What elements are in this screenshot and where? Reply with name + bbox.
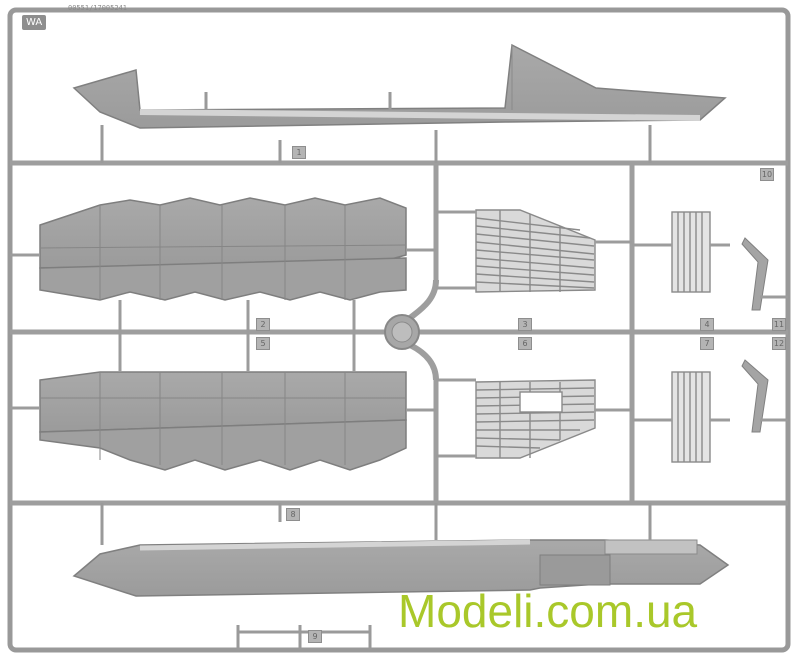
bracket-parts <box>741 237 769 433</box>
part-number: 11 <box>772 318 786 331</box>
panel-row-bottom <box>39 371 407 471</box>
sprue-hub <box>384 279 439 381</box>
fuselage-part-top <box>72 43 727 163</box>
part-number: 1 <box>292 146 306 159</box>
grille-part-top <box>475 209 596 293</box>
sprue-gates <box>10 210 788 458</box>
part-number: 12 <box>772 337 786 350</box>
fuselage-part-bottom <box>72 503 730 597</box>
part-number: 5 <box>256 337 270 350</box>
panel-row-top <box>39 197 407 301</box>
brand-mark: WA <box>22 15 47 30</box>
part-number: 3 <box>518 318 532 331</box>
ladder-part-top <box>671 211 711 293</box>
grille-part-bottom <box>475 379 596 459</box>
ladder-part-bottom <box>671 371 711 463</box>
part-number: 2 <box>256 318 270 331</box>
sprue-code: 00551/17005241 <box>68 4 128 12</box>
part-number: 6 <box>518 337 532 350</box>
part-number: 7 <box>700 337 714 350</box>
part-number: 10 <box>760 168 774 181</box>
stand-part <box>236 625 372 650</box>
part-number: 4 <box>700 318 714 331</box>
sprue-runners <box>10 160 788 506</box>
watermark-text: Modeli.com.ua <box>398 585 698 637</box>
part-number: 9 <box>308 630 322 643</box>
part-number: 8 <box>286 508 300 521</box>
